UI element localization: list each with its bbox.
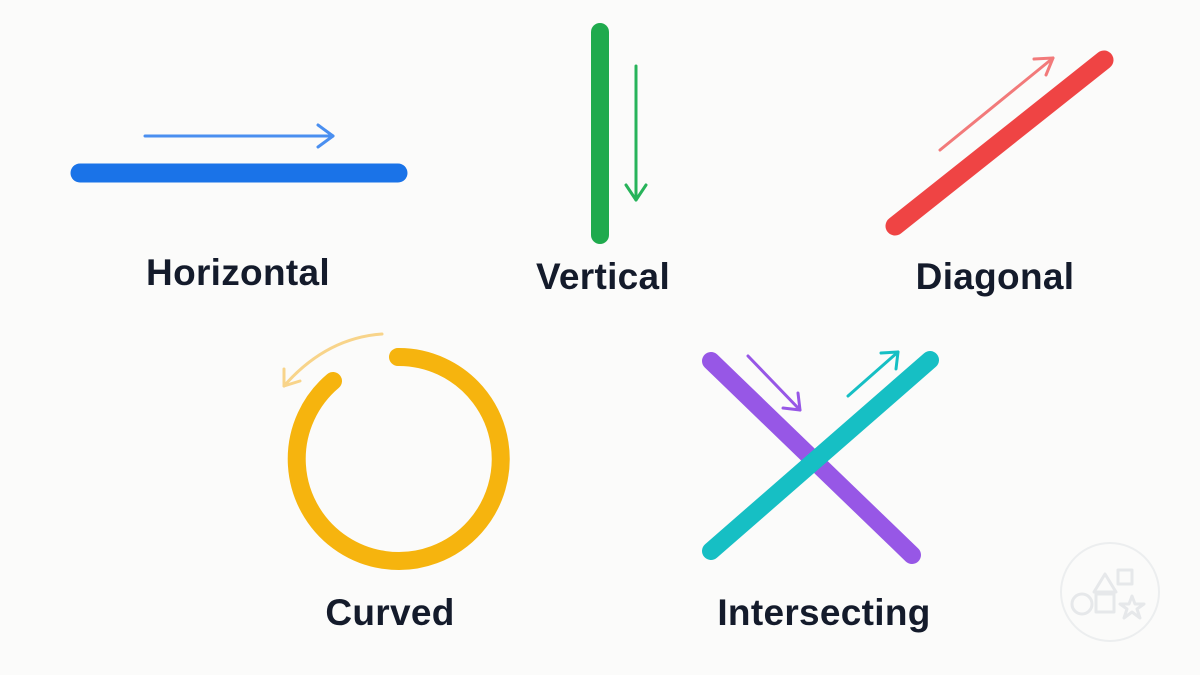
intersecting-label: Intersecting <box>717 592 931 633</box>
vertical-arrow-icon <box>624 64 648 202</box>
horizontal-arrow-icon <box>143 123 335 149</box>
diagonal-label: Diagonal <box>915 256 1075 297</box>
intersecting-line-teal <box>702 351 939 560</box>
vertical-label: Vertical <box>535 256 671 297</box>
intersecting-purple-arrow-icon <box>746 354 802 412</box>
curved-group <box>282 332 510 570</box>
vertical-group <box>591 23 648 244</box>
intersecting-group <box>702 350 939 564</box>
horizontal-group <box>70 123 408 183</box>
curved-ring <box>287 347 510 570</box>
diagonal-line <box>885 50 1114 236</box>
horizontal-label: Horizontal <box>146 252 330 293</box>
intersecting-teal-arrow-icon <box>846 350 900 398</box>
diagonal-arrow-icon <box>938 56 1055 152</box>
diagonal-group <box>885 50 1114 236</box>
curved-label: Curved <box>325 592 455 633</box>
curved-arrow-icon <box>282 332 384 388</box>
shapes-watermark-icon <box>1060 542 1160 642</box>
